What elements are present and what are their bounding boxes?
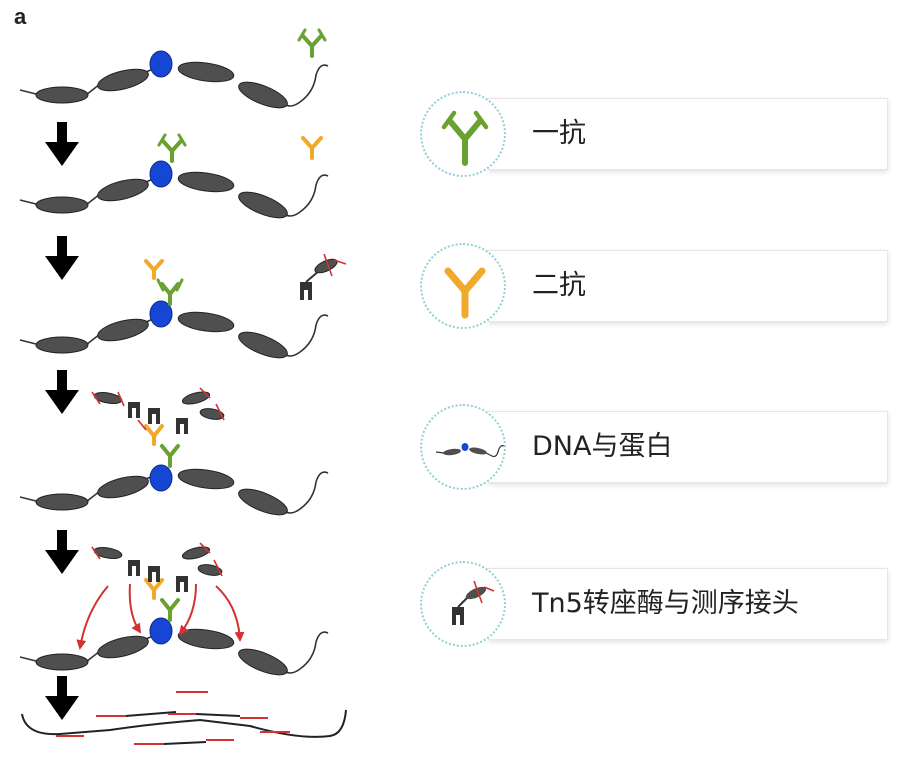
stage-2-chromatin — [19, 160, 329, 219]
nucleosome — [238, 81, 288, 109]
legend-label-secondary-antibody: 二抗 — [532, 270, 586, 301]
legend-circle — [420, 561, 506, 647]
panel-label: a — [14, 4, 27, 29]
legend-box-tn5 — [488, 568, 888, 640]
step-arrow — [45, 530, 79, 574]
primary-antibody-bound — [157, 133, 187, 163]
nucleosome — [97, 68, 149, 92]
legend-circle — [420, 91, 506, 177]
legend-box-secondary-antibody — [488, 250, 888, 322]
dna-protein-icon — [435, 443, 505, 458]
stage-5-chromatin — [19, 542, 329, 676]
legend-circle — [420, 243, 506, 329]
stage-6-fragments — [21, 691, 347, 745]
legend-label-tn5: Tn5转座酶与测序接头 — [532, 588, 799, 619]
nucleosome — [35, 86, 89, 104]
step-arrow — [45, 236, 79, 280]
stage-1-chromatin — [19, 50, 329, 109]
tn5-transposase-icon — [452, 580, 495, 625]
legend-box-dna-protein — [488, 411, 888, 483]
legend-label-primary-antibody: 一抗 — [532, 118, 586, 149]
nucleosome — [177, 61, 235, 83]
stage-4-chromatin — [19, 387, 329, 516]
stage-3-chromatin — [19, 259, 329, 359]
step-arrow — [45, 122, 79, 166]
step-arrow — [45, 676, 79, 720]
target-protein — [149, 50, 173, 78]
legend-label-dna-protein: DNA与蛋白 — [532, 431, 673, 462]
step-arrow — [45, 370, 79, 414]
primary-antibody-free — [297, 28, 327, 58]
secondary-antibody-icon — [444, 267, 486, 319]
legend-circle — [420, 404, 506, 490]
primary-antibody-icon — [441, 110, 489, 166]
secondary-antibody-free — [301, 136, 323, 160]
tn5-transposase-free — [300, 253, 347, 300]
